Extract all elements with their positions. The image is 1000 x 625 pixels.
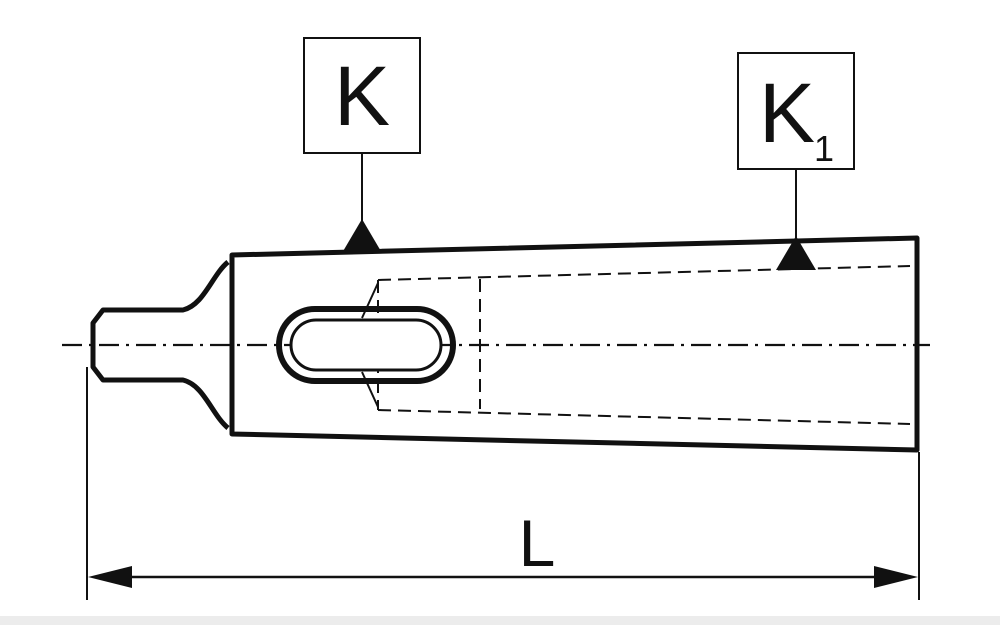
taper-k-surface-marker xyxy=(342,219,382,253)
bottom-strip xyxy=(0,616,1000,625)
length-arrow-right xyxy=(874,566,918,588)
hidden-bore-lines xyxy=(377,265,911,425)
taper-k1-label: K xyxy=(759,66,815,160)
drift-slot-outer xyxy=(276,306,456,384)
taper-k1-label-box xyxy=(737,52,855,170)
slot-edge-bottom xyxy=(361,371,379,408)
sleeve-body-outline xyxy=(229,235,920,453)
length-arrow-left xyxy=(88,566,132,588)
tang-outline xyxy=(90,260,230,430)
drift-slot-inner xyxy=(289,318,443,372)
taper-k1-surface-marker xyxy=(776,236,816,270)
taper-k1-subscript: 1 xyxy=(814,128,834,169)
slot-edge-top xyxy=(361,282,379,319)
length-label: L xyxy=(519,506,556,580)
taper-k-label: K xyxy=(334,49,390,143)
taper-k-label-box xyxy=(303,37,421,154)
